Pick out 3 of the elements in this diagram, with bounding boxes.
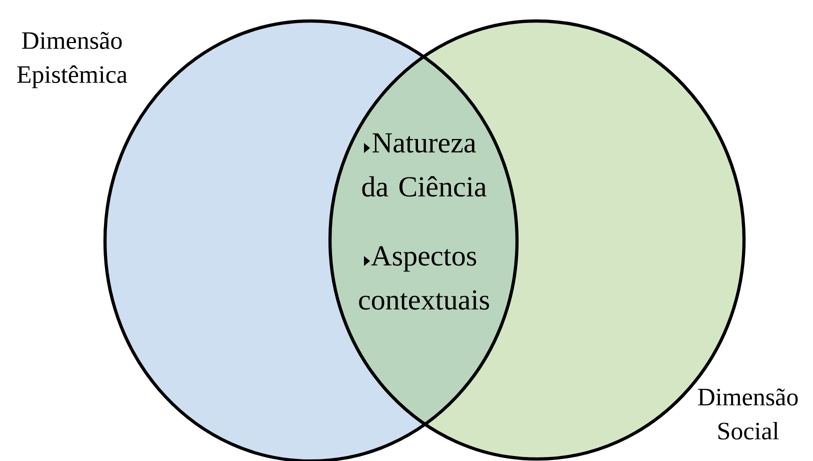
heading: Dimensão Epistêmica — [17, 32, 128, 88]
overlap-region: Natureza da Ciência Aspectos contextuais — [330, 21, 517, 459]
heading: Dimensão Social — [698, 388, 798, 440]
